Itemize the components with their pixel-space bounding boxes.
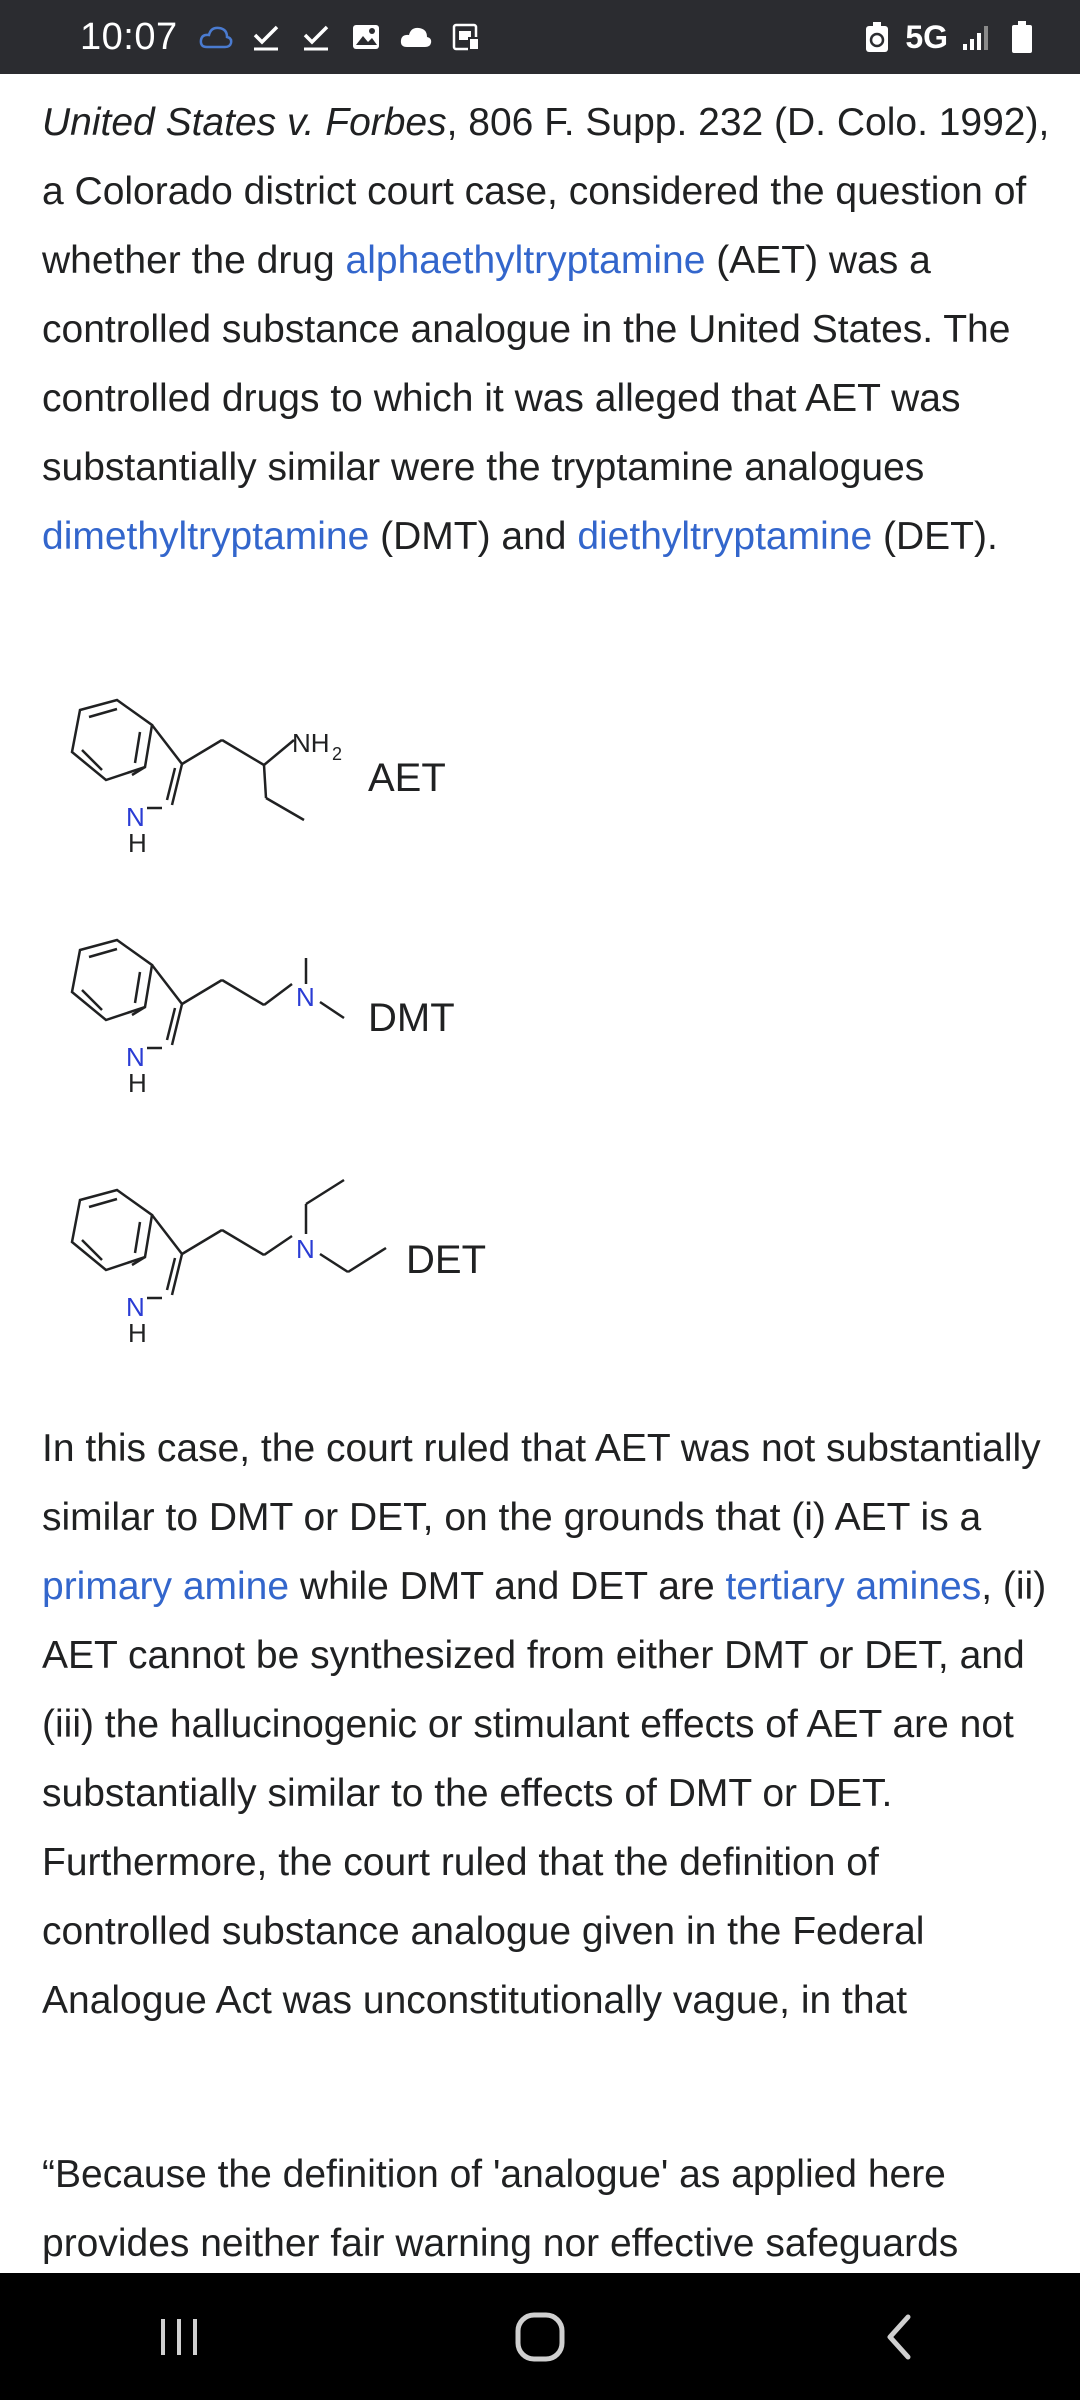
recents-button[interactable]: [120, 2297, 240, 2377]
det-structure: N H N: [70, 1178, 387, 1348]
paragraph-text: (DMT) and: [369, 515, 578, 558]
ring-nitrogen-label: N: [126, 802, 145, 832]
paragraph-text: (AET) was a controlled substance analogu…: [42, 239, 1011, 489]
screencast-icon: [448, 19, 484, 55]
signal-icon: [958, 19, 994, 55]
home-icon: [515, 2312, 565, 2361]
back-icon: [887, 2314, 911, 2359]
status-left: 10:07: [80, 16, 484, 59]
status-bar: 10:07 5G: [0, 0, 1080, 74]
article-paragraph: In this case, the court ruled that AET w…: [42, 1414, 1052, 2035]
check-icon: [248, 19, 284, 55]
link-diethyltryptamine[interactable]: diethyltryptamine: [577, 515, 873, 558]
molecule-aet-figure[interactable]: N H NH 2 AET: [42, 680, 542, 880]
link-alphaethyltryptamine[interactable]: alphaethyltryptamine: [345, 239, 706, 282]
status-right: 5G: [859, 19, 1040, 56]
dmt-structure: N H N: [70, 938, 345, 1098]
back-button[interactable]: [840, 2297, 960, 2377]
cloud-outline-icon: [198, 19, 234, 55]
image-icon: [348, 19, 384, 55]
case-name: United States v. Forbes: [42, 101, 447, 144]
paragraph-text: , 806 F. Supp. 232 (D. Colo. 1992), a Co…: [42, 101, 1050, 282]
paragraph-text: In this case, the court ruled that AET w…: [42, 1427, 1041, 1539]
molecule-label-aet: AET: [368, 756, 446, 800]
ring-nitrogen-label: N: [126, 1042, 145, 1072]
molecule-det-figure[interactable]: N H N DET: [42, 1160, 582, 1370]
link-dimethyltryptamine[interactable]: dimethyltryptamine: [42, 515, 370, 558]
link-primary-amine[interactable]: primary amine: [42, 1565, 290, 1608]
amine-label: N: [296, 982, 315, 1012]
navigation-bar: [0, 2273, 1080, 2400]
network-type: 5G: [905, 18, 948, 55]
article-paragraph: United States v. Forbes, 806 F. Supp. 23…: [42, 88, 1052, 571]
molecule-label-det: DET: [406, 1238, 486, 1282]
aet-structure: N H NH 2: [70, 698, 342, 858]
amine-subscript: 2: [332, 744, 342, 764]
amine-label: NH: [292, 728, 330, 758]
ring-hydrogen-label: H: [128, 1068, 147, 1098]
ring-nitrogen-label: N: [126, 1292, 145, 1322]
link-tertiary-amines[interactable]: tertiary amines: [725, 1565, 982, 1608]
paragraph-text: while DMT and DET are: [289, 1565, 726, 1608]
ring-hydrogen-label: H: [128, 1318, 147, 1348]
cloud-icon: [398, 19, 434, 55]
amine-label: N: [296, 1234, 315, 1264]
molecule-dmt-figure[interactable]: N H N DMT: [42, 920, 542, 1120]
paragraph-text: (DET).: [872, 515, 998, 558]
home-button[interactable]: [480, 2297, 600, 2377]
quote-paragraph: “Because the definition of 'analogue' as…: [42, 2153, 959, 2265]
article-body: United States v. Forbes, 806 F. Supp. 23…: [42, 88, 1052, 571]
battery-icon: [1004, 19, 1040, 55]
molecule-label-dmt: DMT: [368, 996, 455, 1040]
paragraph-text: , (ii) AET cannot be synthesized from ei…: [42, 1565, 1047, 2022]
ring-hydrogen-label: H: [128, 828, 147, 858]
recycle-icon: [859, 19, 895, 55]
status-time: 10:07: [80, 15, 178, 58]
check-icon: [298, 19, 334, 55]
recents-icon: [161, 2318, 197, 2355]
